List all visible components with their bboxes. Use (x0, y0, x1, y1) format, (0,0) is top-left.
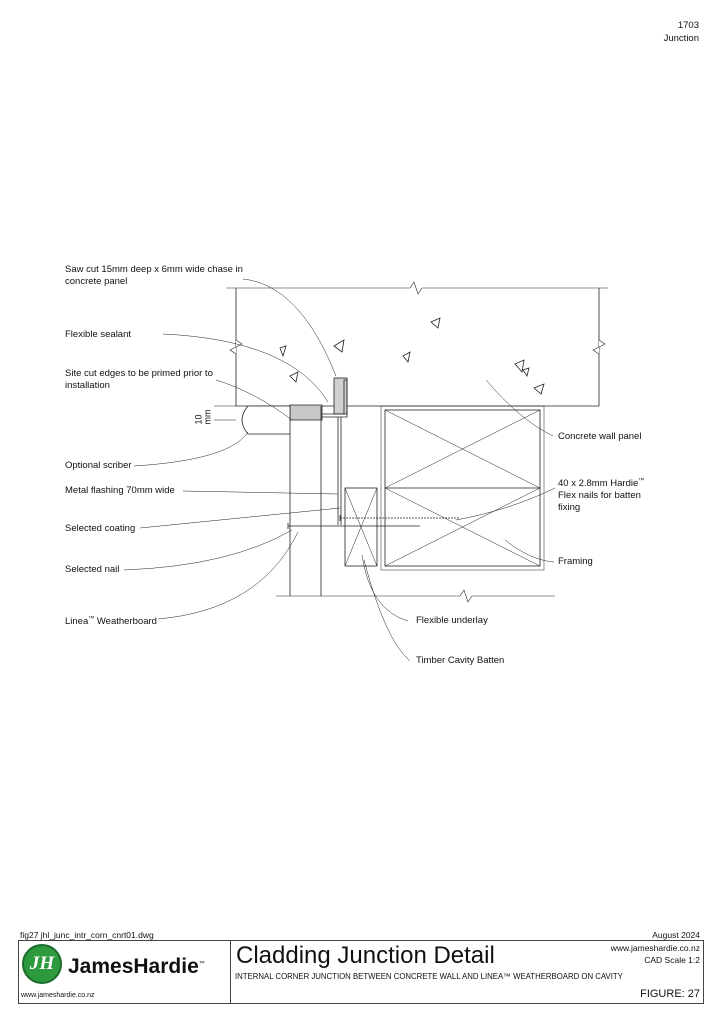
linea-tm: ™ (88, 616, 95, 622)
label-optional-scriber: Optional scriber (65, 460, 132, 471)
sheet-category: Junction (663, 33, 699, 44)
logo-circle-icon: JH (22, 944, 62, 984)
weatherboard (241, 405, 322, 596)
website: www.jameshardie.co.nz (610, 943, 700, 953)
figure-number: FIGURE: 27 (640, 988, 700, 1000)
label-flexible-underlay: Flexible underlay (416, 615, 488, 626)
cavity-batten (344, 487, 378, 567)
drawing-title: Cladding Junction Detail (236, 942, 495, 969)
label-dimension: 10 mm (194, 409, 213, 425)
label-selected-nail: Selected nail (65, 564, 120, 575)
label-site-cut: Site cut edges to be primed prior to ins… (65, 368, 213, 391)
sheet-number: 1703 (677, 20, 699, 31)
website-small: www.jameshardie.co.nz (21, 992, 95, 999)
logo-wordmark: JamesHardie™ (68, 952, 205, 979)
file-name: fig27 jhl_junc_intr_corn_cnrt01.dwg (20, 930, 154, 940)
hardie-flex-line-c: fixing (558, 502, 581, 514)
sheet-header: 1703 Junction (664, 19, 699, 45)
issue-date: August 2024 (652, 930, 700, 940)
selected-nail (287, 523, 420, 529)
linea-rest: Weatherboard (94, 616, 157, 628)
hardie-flex-tm: ™ (638, 478, 645, 484)
label-saw-cut: Saw cut 15mm deep x 6mm wide chase in co… (65, 264, 243, 287)
dimension-unit: mm (202, 409, 213, 425)
label-selected-coating: Selected coating (65, 523, 136, 534)
label-metal-flashing: Metal flashing 70mm wide (65, 485, 175, 496)
hardie-flex-nail (339, 515, 460, 521)
hardie-flex-line-a: 40 x 2.8mm Hardie (558, 478, 639, 490)
label-flexible-sealant: Flexible sealant (65, 329, 132, 340)
framing (380, 405, 545, 571)
metal-flashing (322, 379, 348, 525)
logo-panel (18, 940, 231, 1004)
cad-scale: CAD Scale 1:2 (644, 955, 700, 965)
linea-name: Linea (65, 616, 89, 628)
concrete-wall-panel (226, 281, 608, 407)
label-hardie-flex-nails: 40 x 2.8mm Hardie™ Flex nails for batten… (558, 475, 644, 514)
hardie-flex-line-b: Flex nails for batten (558, 490, 641, 502)
label-linea-weatherboard: Linea™ Weatherboard (65, 613, 157, 628)
label-concrete-wall-panel: Concrete wall panel (558, 431, 642, 442)
label-timber-cavity-batten: Timber Cavity Batten (416, 655, 505, 666)
logo-tm: ™ (198, 961, 205, 967)
label-framing: Framing (558, 556, 593, 567)
logo: JH JamesHardie™ (22, 944, 227, 988)
leader-lines (123, 278, 556, 662)
drawing-subtitle: INTERNAL CORNER JUNCTION BETWEEN CONCRET… (235, 972, 623, 981)
logo-text: JamesHardie (68, 955, 199, 978)
